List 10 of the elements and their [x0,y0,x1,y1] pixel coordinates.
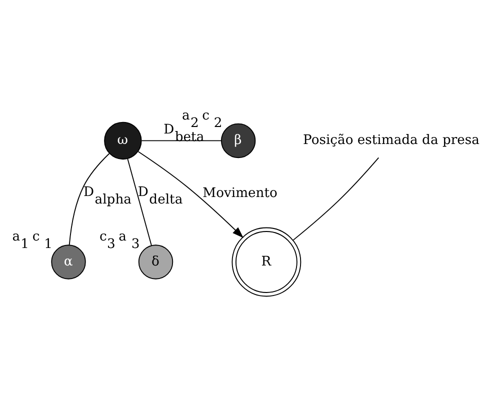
edge-label: Movimento [202,185,278,200]
arrow [138,150,244,238]
connector [292,156,380,240]
node-circle: α [51,244,86,279]
connector [127,158,152,246]
connector [68,152,110,245]
node-circle: β [220,122,256,158]
node-circle: ω [104,121,142,160]
node-text: Posição estimada da presa [303,132,480,148]
node-circle: δ [138,244,174,279]
